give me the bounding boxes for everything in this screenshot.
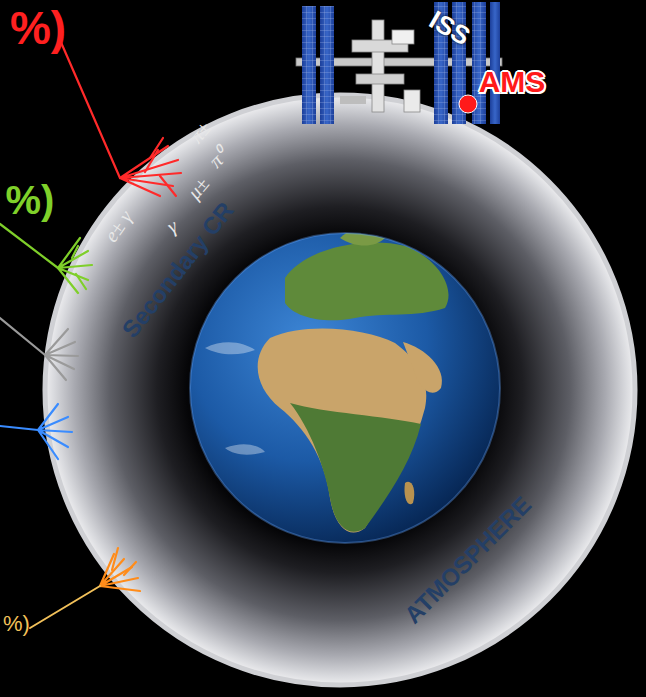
grey-shower	[0, 318, 78, 380]
iss-modules	[340, 20, 420, 112]
blue-shower	[0, 404, 72, 459]
red-shower	[60, 40, 181, 196]
station-label: ISS	[425, 6, 474, 49]
ams-marker	[459, 95, 477, 113]
percent-label: %)	[6, 180, 55, 220]
percent-label: %)	[3, 613, 30, 635]
solar-panels	[302, 2, 500, 124]
orange-shower	[100, 548, 140, 591]
orange-shower-track	[30, 586, 100, 628]
earth-globe	[190, 229, 500, 543]
green-shower	[0, 224, 92, 293]
percent-label: %)	[10, 5, 66, 51]
atmosphere-ring: Secondary CRATMOSPHERE	[42, 92, 638, 688]
detector-label: AMS	[479, 67, 546, 97]
atmosphere-outline	[42, 92, 638, 688]
atmosphere-disc	[45, 95, 635, 685]
